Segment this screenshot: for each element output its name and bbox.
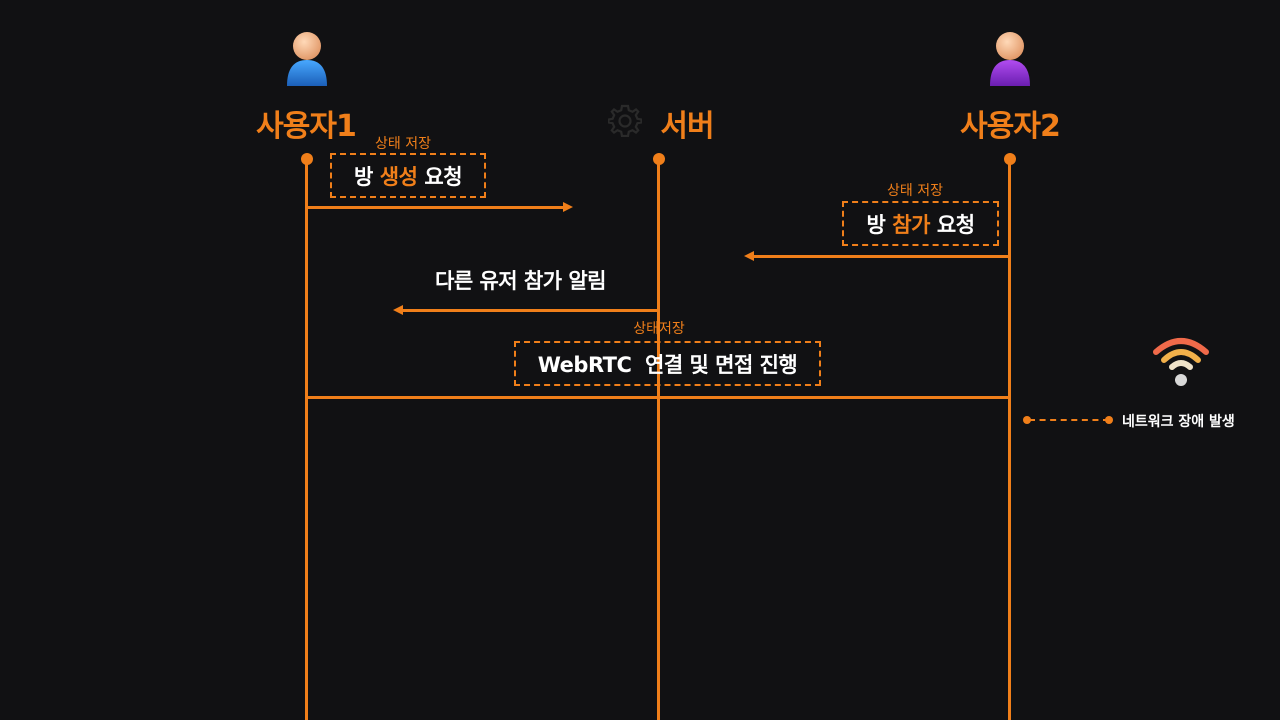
lifeline-server [657,159,660,720]
message-box-webrtc: WebRTC 연결 및 면접 진행 [514,341,821,386]
legend-dot-right [1105,416,1113,424]
arrowhead-right [563,202,573,212]
arrow-line-notify [403,309,657,312]
arrowhead-left [393,305,403,315]
wifi-signal-icon [1153,338,1209,386]
message-word: 방 [866,212,886,237]
gear-icon [608,104,642,137]
state-save-note-1: 상태 저장 [375,136,431,152]
state-save-note-3: 상태저장 [633,321,685,337]
legend-dashed-line [1029,419,1109,421]
lifeline-user1 [305,159,308,720]
lifeline-user2 [1008,159,1011,720]
legend-network-failure-label: 네트워크 장애 발생 [1122,414,1235,430]
message-word: 요청 [424,164,463,189]
actor-label-user2: 사용자2 [960,109,1061,144]
message-webrtc-label: WebRTC 연결 및 면접 진행 [537,352,798,377]
message-word-highlight: 생성 [379,164,418,189]
message-box-room-join: 방 참가 요청 [842,201,999,246]
actor-label-user1: 사용자1 [256,109,357,144]
user1-avatar-icon [287,32,327,86]
actor-label-server: 서버 [660,109,714,144]
arrow-line-room-join [754,255,1008,258]
message-word: 방 [353,164,373,189]
message-box-room-create: 방 생성 요청 [330,153,486,198]
user2-avatar-icon [990,32,1030,86]
connection-line-webrtc [308,396,1008,399]
state-save-note-2: 상태 저장 [887,183,943,199]
message-word: 요청 [936,212,975,237]
arrowhead-left [744,251,754,261]
message-word-highlight: 참가 [892,212,930,237]
message-notify-other-user: 다른 유저 참가 알림 [435,269,607,293]
legend-dot-left [1023,416,1031,424]
arrow-line-room-create [308,206,564,209]
